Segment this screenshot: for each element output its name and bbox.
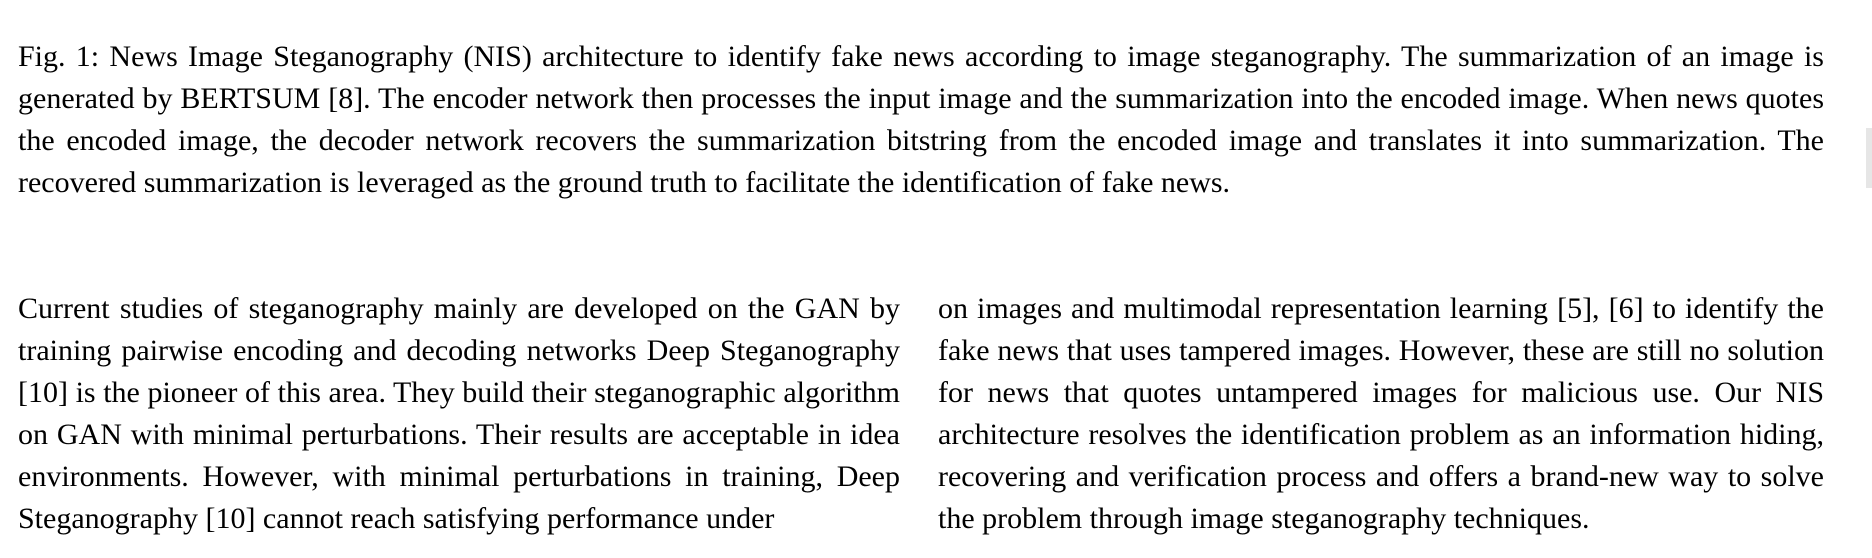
figure-caption: Fig. 1: News Image Steganography (NIS) a… xyxy=(18,40,1824,199)
scrollbar-thumb[interactable] xyxy=(1866,128,1872,188)
left-column-paragraph: Current studies of steganography mainly … xyxy=(18,292,900,535)
right-column-paragraph: on images and multimodal representation … xyxy=(938,292,1824,535)
